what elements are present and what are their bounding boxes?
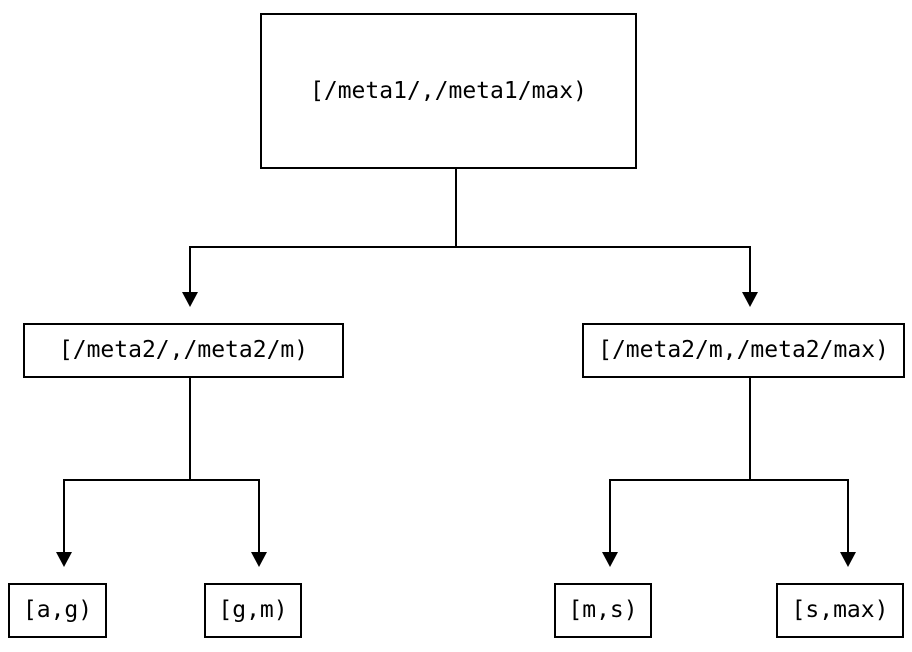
tree-node-leaf-gm: [g,m)	[204, 583, 302, 638]
arrowhead-ms-icon	[602, 552, 618, 567]
arrowhead-left-icon	[182, 292, 198, 307]
node-label: [/meta2/m,/meta2/max)	[598, 337, 889, 363]
node-label: [s,max)	[791, 597, 889, 623]
arrowhead-right-icon	[742, 292, 758, 307]
tree-node-root: [/meta1/,/meta1/max)	[260, 13, 637, 169]
tree-node-meta2-right: [/meta2/m,/meta2/max)	[582, 323, 905, 378]
tree-node-leaf-ms: [m,s)	[554, 583, 652, 638]
node-label: [g,m)	[218, 597, 288, 623]
node-label: [/meta1/,/meta1/max)	[310, 77, 587, 104]
connector-right-rail	[609, 479, 849, 481]
tree-node-leaf-smax: [s,max)	[776, 583, 904, 638]
arrowhead-gm-icon	[251, 552, 267, 567]
node-label: [m,s)	[568, 597, 638, 623]
connector-level1-rail	[189, 246, 751, 248]
node-label: [/meta2/,/meta2/m)	[58, 337, 309, 363]
arrowhead-smax-icon	[840, 552, 856, 567]
tree-node-meta2-left: [/meta2/,/meta2/m)	[23, 323, 344, 378]
node-label: [a,g)	[22, 597, 93, 623]
arrowhead-ag-icon	[56, 552, 72, 567]
connector-left-rail	[63, 479, 260, 481]
tree-node-leaf-ag: [a,g)	[8, 583, 107, 638]
